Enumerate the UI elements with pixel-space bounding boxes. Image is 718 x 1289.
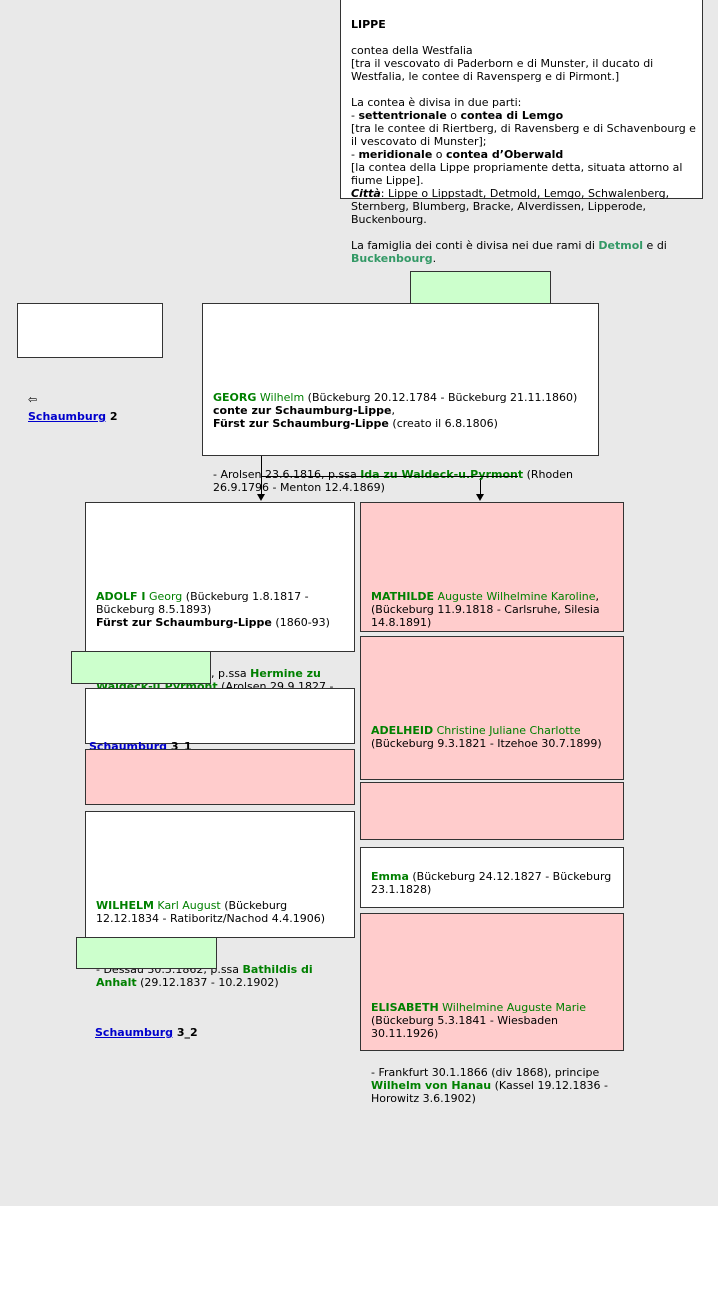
adolf-text: ADOLF I Georg (Bückeburg 1.8.1817 - Bück… <box>96 590 330 629</box>
lippe-title: LIPPE <box>351 18 386 31</box>
strike-line <box>262 476 518 477</box>
empty-box <box>17 303 163 358</box>
emma-name: Emma <box>371 870 409 883</box>
schaumburg-2-link[interactable]: Schaumburg <box>28 410 106 423</box>
green-box <box>410 271 551 304</box>
empty-box <box>85 688 355 744</box>
adelheid-text: ADELHEID Christine Juliane Charlotte (Bü… <box>371 724 602 750</box>
adolf-spouse: Hermine zu <box>250 667 321 680</box>
lippe-info-box <box>340 0 703 199</box>
lippe-info-text: LIPPE contea della Westfalia [tra il ves… <box>351 18 701 265</box>
wilhelm-link-row: Schaumburg 3_2 <box>95 1026 198 1039</box>
lippe-line: fiume Lippe]. <box>351 174 424 187</box>
georg-text: GEORG Wilhelm (Bückeburg 20.12.1784 - Bü… <box>213 391 578 430</box>
wilhelm-box <box>85 811 355 938</box>
mathilde-box <box>360 502 624 632</box>
georg-marriage: - Arolsen 23.6.1816, p.ssa Ida zu Waldec… <box>213 468 573 494</box>
connector-line <box>480 478 481 495</box>
elisabeth-marriage: - Frankfurt 30.1.1866 (div 1868), princi… <box>371 1066 608 1105</box>
georg-name: GEORG <box>213 391 257 404</box>
wilhelm-name: WILHELM <box>96 899 154 912</box>
back-arrow-icon[interactable]: ⇦ <box>28 393 38 406</box>
mathilde-name: MATHILDE <box>371 590 435 603</box>
elisabeth-name: ELISABETH <box>371 1001 439 1014</box>
arrow-down-icon <box>476 494 484 501</box>
lippe-line: - meridionale o contea d’Oberwald <box>351 148 564 161</box>
wilhelm-link-number: 3_2 <box>173 1026 198 1039</box>
lippe-line: - settentrionale o contea di Lemgo <box>351 109 564 122</box>
arrow-down-icon <box>257 494 265 501</box>
emma-box <box>360 847 624 908</box>
elisabeth-spouse: Wilhelm von Hanau <box>371 1079 492 1092</box>
lippe-line: il vescovato di Munster]; <box>351 135 487 148</box>
adelheid-box <box>360 636 624 780</box>
lippe-line: Città: Lippe o Lippstadt, Detmold, Lemgo… <box>351 187 670 200</box>
lippe-line: La famiglia dei conti è divisa nei due r… <box>351 239 667 252</box>
lippe-line: Westfalia, le contee di Ravensperg e di … <box>351 70 620 83</box>
lippe-line: [la contea della Lippe propriamente dett… <box>351 161 683 174</box>
mathilde-text: MATHILDE Auguste Wilhelmine Karoline, (B… <box>371 590 600 629</box>
schaumburg-3-2-link[interactable]: Schaumburg <box>95 1026 173 1039</box>
lippe-line: contea della Westfalia <box>351 44 473 57</box>
lippe-line: Buckenbourg. <box>351 213 427 226</box>
georg-spouse: Ida zu Waldeck-u.Pyrmont <box>360 468 524 481</box>
green-box <box>71 651 211 684</box>
lippe-line: Buckenbourg. <box>351 252 437 265</box>
back-link-row: Schaumburg 2 <box>28 410 117 423</box>
lippe-line: [tra le contee di Riertberg, di Ravensbe… <box>351 122 696 135</box>
pink-box <box>360 782 624 840</box>
elisabeth-box <box>360 913 624 1051</box>
adolf-box <box>85 502 355 652</box>
pink-box <box>85 749 355 805</box>
connector-line <box>261 456 262 495</box>
emma-text: Emma (Bückeburg 24.12.1827 - Bückeburg 2… <box>371 870 612 896</box>
elisabeth-text: ELISABETH Wilhelmine Auguste Marie (Bück… <box>371 1001 587 1040</box>
lippe-line: Sternberg, Blumberg, Bracke, Alverdissen… <box>351 200 646 213</box>
georg-box <box>202 303 599 456</box>
back-link-number: 2 <box>106 410 118 423</box>
wilhelm-text: WILHELM Karl August (Bückeburg 12.12.183… <box>96 899 326 925</box>
adelheid-name: ADELHEID <box>371 724 434 737</box>
lippe-line: [tra il vescovato di Paderborn e di Muns… <box>351 57 654 70</box>
lippe-line: La contea è divisa in due parti: <box>351 96 522 109</box>
green-box <box>76 937 217 969</box>
wilhelm-spouse: Bathildis di <box>242 963 313 976</box>
adolf-name: ADOLF I <box>96 590 146 603</box>
